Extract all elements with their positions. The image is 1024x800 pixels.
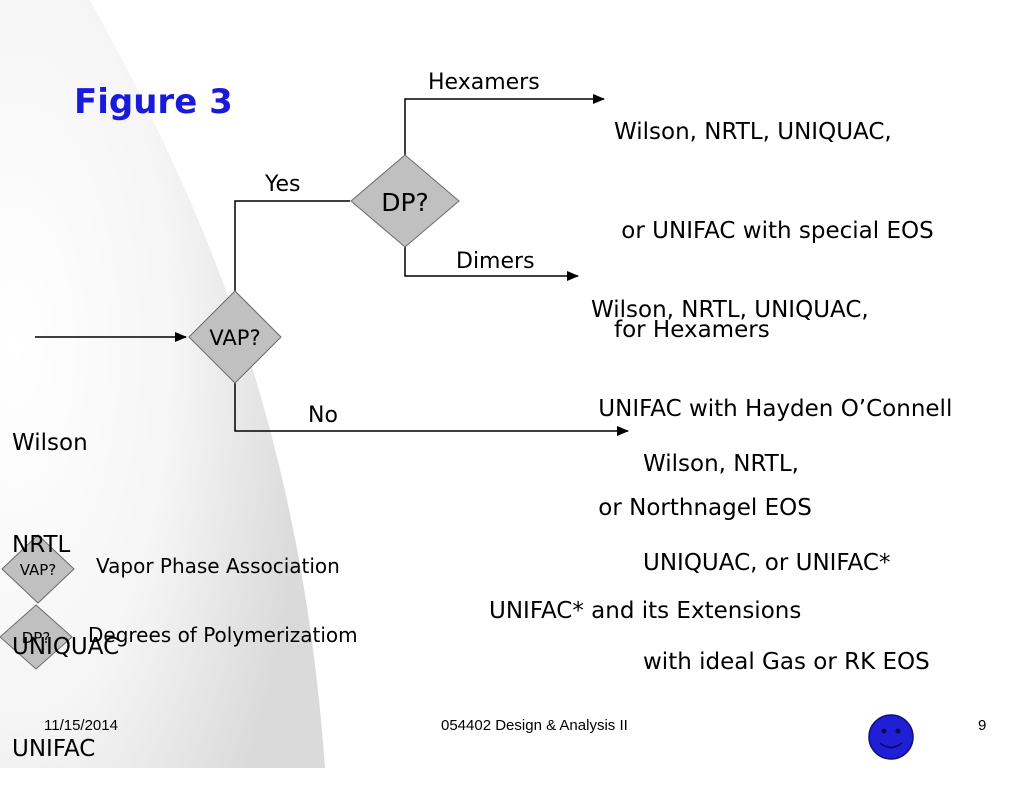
legend-vap-symbol: VAP? — [1, 534, 75, 604]
result-line: Wilson, NRTL, UNIQUAC, — [614, 119, 892, 145]
no-branch-label: No — [308, 403, 338, 428]
input-model-item: Wilson — [12, 430, 88, 456]
smiley-icon — [868, 714, 914, 760]
hexamers-connector — [404, 94, 605, 155]
legend-dp-symbol: DP? — [0, 604, 73, 670]
result-line: or UNIFAC with special EOS — [614, 218, 934, 244]
hexamers-result-text: Wilson, NRTL, UNIQUAC, or UNIFAC with sp… — [614, 50, 934, 380]
result-line: for Hexamers — [614, 317, 770, 343]
result-line: UNIFAC with Hayden O’Connell — [591, 396, 953, 422]
input-model-item: UNIFAC — [12, 736, 96, 762]
input-models-list: Wilson NRTL UNIQUAC UNIFAC — [12, 358, 119, 800]
legend-vap-text: Vapor Phase Association — [96, 554, 340, 578]
result-line: or Northnagel EOS — [591, 495, 812, 521]
result-line: UNIQUAC, or UNIFAC* — [643, 550, 891, 576]
dimers-connector — [404, 247, 579, 281]
slide-background — [0, 0, 325, 768]
dp-decision-label: DP? — [381, 188, 429, 217]
legend-vap-symbol-label: VAP? — [20, 561, 57, 579]
vap-decision-node: VAP? — [188, 290, 282, 384]
unifac-note: UNIFAC* and its Extensions — [489, 598, 802, 624]
flowchart: VAP? DP? VAP? DP? — [0, 94, 914, 760]
legend-dp-text: Degrees of Polymerizatiom — [88, 623, 358, 647]
vap-decision-label: VAP? — [209, 326, 260, 350]
input-model-item: UNIQUAC — [12, 634, 120, 660]
no-result-text: Wilson, NRTL, UNIQUAC, or UNIFAC* with i… — [643, 382, 930, 712]
hexamers-branch-label: Hexamers — [428, 70, 540, 95]
dp-decision-node: DP? — [350, 154, 460, 248]
footer-course: 054402 Design & Analysis II — [441, 717, 628, 734]
result-line: Wilson, NRTL, UNIQUAC, — [591, 297, 869, 323]
input-model-item: NRTL — [12, 532, 71, 558]
result-line: with ideal Gas or RK EOS — [643, 649, 930, 675]
dimers-branch-label: Dimers — [456, 249, 535, 274]
yes-branch-label: Yes — [265, 172, 301, 197]
slide-title: Figure 3 — [74, 82, 233, 122]
dimers-result-text: Wilson, NRTL, UNIQUAC, UNIFAC with Hayde… — [591, 228, 952, 558]
result-line: Wilson, NRTL, — [643, 451, 799, 477]
no-connector — [234, 383, 629, 436]
yes-connector — [234, 200, 350, 291]
footer-date: 11/15/2014 — [44, 717, 118, 734]
footer-page-number: 9 — [978, 717, 987, 734]
legend-dp-symbol-label: DP? — [22, 629, 51, 647]
